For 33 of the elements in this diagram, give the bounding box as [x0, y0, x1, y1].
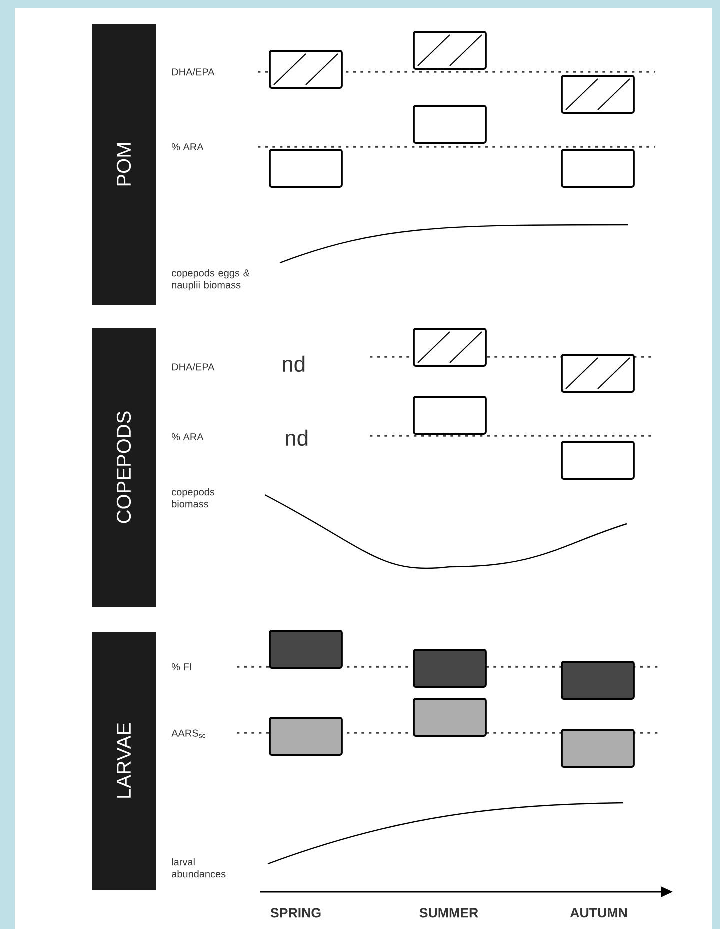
hatched-box	[269, 50, 343, 89]
hatched-box	[413, 31, 487, 70]
category-band: POM	[92, 24, 156, 305]
row-label: % ARA	[172, 434, 204, 440]
category-band: COPEPODS	[92, 328, 156, 607]
range-box	[413, 105, 487, 144]
hatched-box	[413, 328, 487, 367]
range-box	[561, 149, 635, 188]
season-label: SUMMER	[420, 908, 478, 918]
row-label: % ARA	[172, 144, 204, 150]
range-box	[413, 396, 487, 435]
season-label: AUTUMN	[570, 908, 627, 918]
hatched-box	[561, 354, 635, 393]
season-label: SPRING	[270, 908, 321, 918]
filled-box	[269, 630, 343, 669]
row-label: DHA/EPA	[172, 363, 215, 371]
hatched-box	[561, 75, 635, 114]
row-label: DHA/EPA	[172, 68, 215, 76]
row-label: larval abundances	[172, 858, 226, 878]
filled-box	[561, 661, 635, 700]
range-box	[561, 441, 635, 480]
filled-box	[413, 649, 487, 688]
row-label: copepods eggs & nauplii biomass	[172, 269, 250, 291]
row-label: copepods biomass	[172, 488, 215, 508]
filled-box	[269, 717, 343, 756]
nd-label: nd	[286, 430, 308, 446]
range-box	[269, 149, 343, 188]
row-label: AARS$_{sc}$	[172, 730, 206, 738]
filled-box	[561, 729, 635, 768]
category-band: LARVAE	[92, 632, 156, 890]
nd-label: nd	[283, 356, 305, 372]
filled-box	[413, 698, 487, 737]
row-label: % FI	[172, 664, 192, 670]
